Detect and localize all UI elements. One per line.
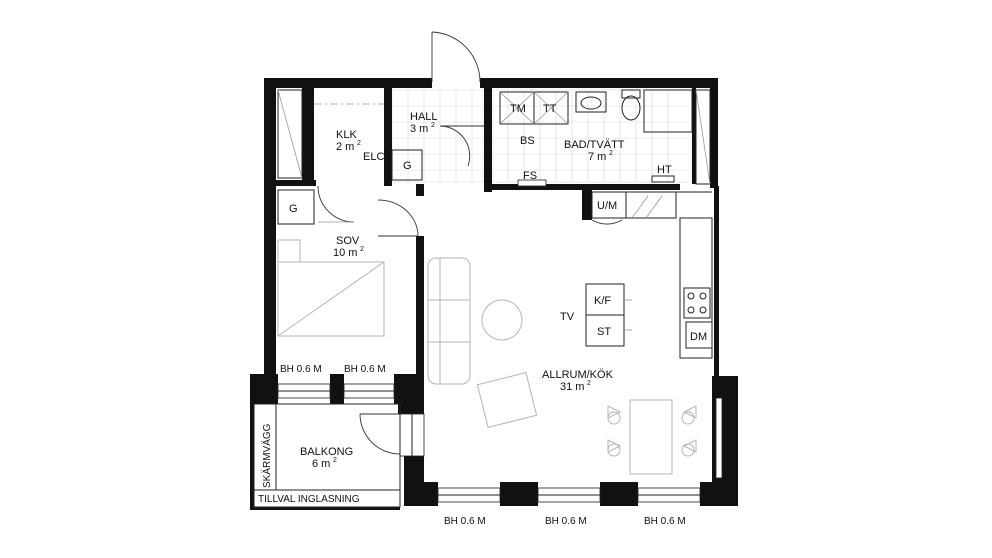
sov-area-sup: 2 bbox=[360, 246, 364, 253]
balkong-area: 6 m bbox=[312, 458, 330, 470]
klk-area-sup: 2 bbox=[357, 140, 361, 147]
label-fs: FS bbox=[523, 170, 537, 182]
balcony-labels: SKÄRMVÄGG TILLVAL INGLASNING bbox=[258, 423, 360, 505]
klk-area: 2 m bbox=[336, 141, 354, 153]
sov-name: SOV bbox=[336, 235, 360, 247]
label-st: ST bbox=[597, 326, 611, 338]
window-labels: BH 0.6 M BH 0.6 M BH 0.6 M BH 0.6 M BH 0… bbox=[280, 364, 686, 527]
balcony bbox=[253, 403, 401, 508]
label-tt: TT bbox=[543, 103, 557, 115]
label-ht: HT bbox=[657, 164, 672, 176]
doors bbox=[317, 31, 623, 455]
label-elc: ELC bbox=[363, 151, 384, 163]
windows bbox=[277, 383, 723, 503]
label-tm: TM bbox=[510, 103, 526, 115]
label-g-hall: G bbox=[403, 160, 412, 172]
exterior-walls bbox=[250, 78, 738, 510]
label-dm: DM bbox=[690, 331, 707, 343]
allrum-area-sup: 2 bbox=[587, 380, 591, 387]
bathroom-fixtures bbox=[499, 89, 693, 187]
label-g-sov: G bbox=[289, 203, 298, 215]
bed bbox=[277, 239, 385, 337]
window-label-living-1: BH 0.6 M bbox=[444, 516, 486, 527]
window-label-living-2: BH 0.6 M bbox=[545, 516, 587, 527]
glazing-option-label: TILLVAL INGLASNING bbox=[258, 494, 360, 505]
bad-area: 7 m bbox=[588, 151, 606, 163]
klk-name: KLK bbox=[336, 129, 357, 141]
balkong-area-sup: 2 bbox=[333, 457, 337, 464]
room-labels: KLK 2 m 2 HALL 3 m 2 BAD/TVÄTT 7 m 2 SOV… bbox=[300, 111, 625, 470]
bad-name: BAD/TVÄTT bbox=[564, 139, 625, 151]
fixture-labels: TM TT BS FS HT ELC G G U/M K/F ST TV DM bbox=[289, 103, 707, 343]
sov-area: 10 m bbox=[333, 247, 357, 259]
storage bbox=[277, 89, 712, 225]
window-label-living-3: BH 0.6 M bbox=[644, 516, 686, 527]
label-tv: TV bbox=[560, 311, 575, 323]
allrum-name: ALLRUM/KÖK bbox=[542, 369, 614, 381]
hall-area: 3 m bbox=[410, 123, 428, 135]
hall-name: HALL bbox=[410, 111, 438, 123]
interior-walls bbox=[276, 88, 696, 376]
window-label-sov-left: BH 0.6 M bbox=[280, 364, 322, 375]
label-um: U/M bbox=[597, 200, 617, 212]
label-kf: K/F bbox=[594, 295, 611, 307]
label-bs: BS bbox=[520, 135, 535, 147]
living-furniture bbox=[427, 217, 713, 475]
hall-area-sup: 2 bbox=[431, 122, 435, 129]
balkong-name: BALKONG bbox=[300, 446, 353, 458]
allrum-area: 31 m bbox=[560, 381, 584, 393]
screen-wall-label: SKÄRMVÄGG bbox=[261, 423, 273, 488]
window-label-sov-right: BH 0.6 M bbox=[344, 364, 386, 375]
bad-area-sup: 2 bbox=[609, 150, 613, 157]
bathroom-tiles bbox=[491, 89, 693, 183]
